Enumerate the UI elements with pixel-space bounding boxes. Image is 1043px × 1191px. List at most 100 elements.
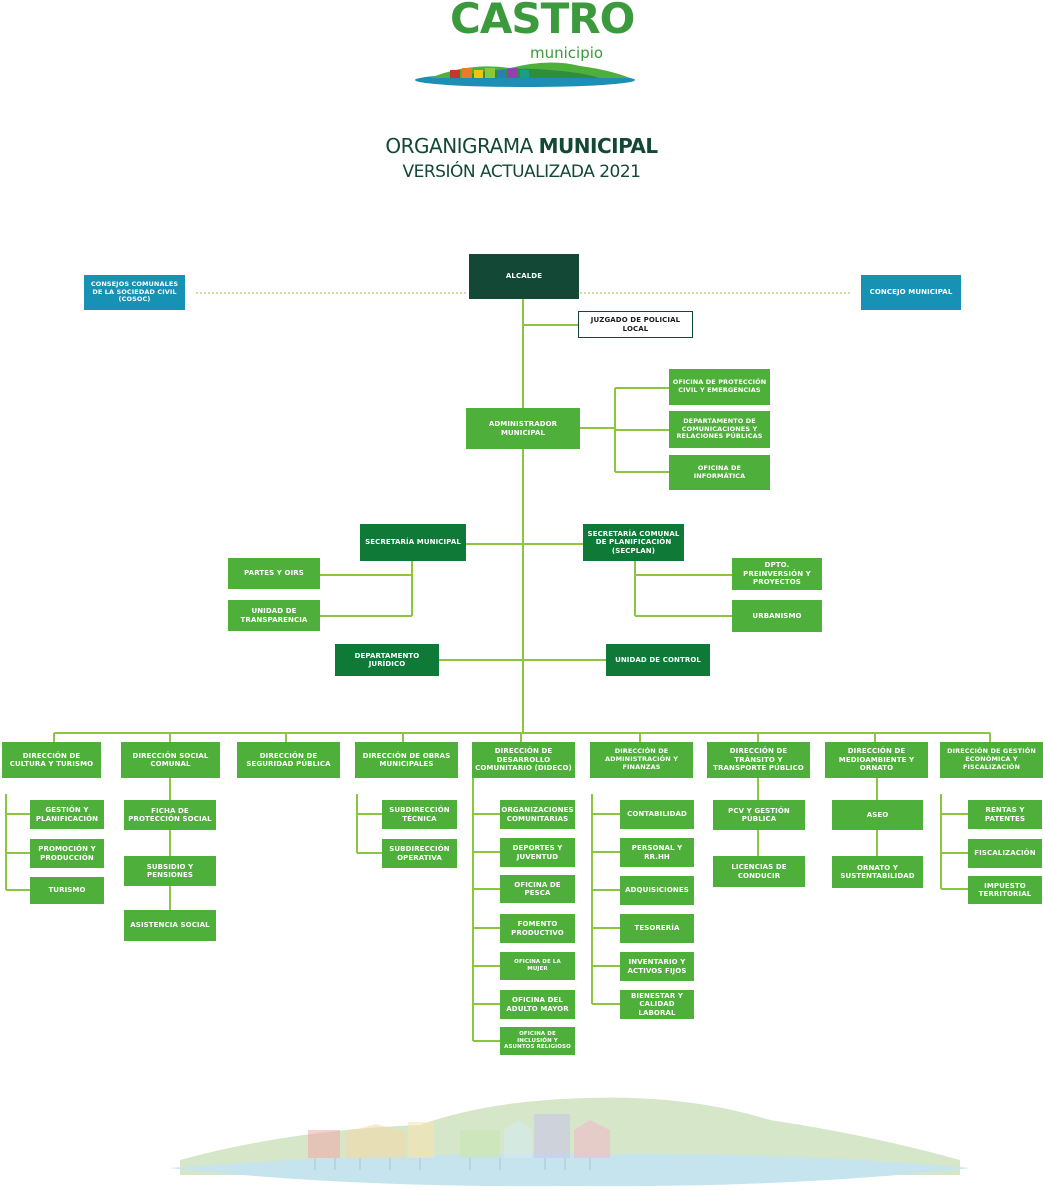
sub-label: DEPORTES Y JUVENTUD — [512, 844, 563, 861]
sub-fiscalizacion: FISCALIZACIÓN — [968, 839, 1042, 868]
sub-label: ORGANIZACIONES COMUNITARIAS — [501, 806, 574, 823]
sub-label: BIENESTAR Y CALIDAD LABORAL — [630, 991, 684, 1017]
sub-subsidio-pensiones: SUBSIDIO Y PENSIONES — [124, 856, 216, 886]
sub-subdireccion-tecnica: SUBDIRECCIÓN TÉCNICA — [382, 800, 457, 829]
sub-label: OFICINA DEL ADULTO MAYOR — [506, 996, 569, 1013]
sub-label: PCV Y GESTIÓN PÚBLICA — [728, 806, 790, 823]
sub-fomento: FOMENTO PRODUCTIVO — [500, 914, 575, 943]
node-alcalde: ALCALDE — [469, 254, 579, 299]
node-of-proteccion: OFICINA DE PROTECCIÓN CIVIL Y EMERGENCIA… — [669, 369, 770, 405]
sub-label: RENTAS Y PATENTES — [984, 806, 1026, 823]
dir-medioambiente-label: DIRECCIÓN DE MEDIOAMBIENTE Y ORNATO — [838, 747, 915, 773]
node-concejo-label: CONCEJO MUNICIPAL — [869, 288, 953, 297]
sub-label: FICHA DE PROTECCIÓN SOCIAL — [128, 806, 212, 823]
node-admin: ADMINISTRADOR MUNICIPAL — [466, 408, 580, 449]
sub-label: ORNATO Y SUSTENTABILIDAD — [840, 863, 915, 880]
sub-promocion-produccion: PROMOCIÓN Y PRODUCCIÓN — [30, 839, 104, 868]
node-juzgado: JUZGADO DE POLICIAL LOCAL — [578, 311, 693, 338]
sub-ornato: ORNATO Y SUSTENTABILIDAD — [832, 856, 923, 888]
sub-deportes: DEPORTES Y JUVENTUD — [500, 838, 575, 867]
dir-cultura: DIRECCIÓN DE CULTURA Y TURISMO — [2, 742, 101, 778]
sub-label: OFICINA DE INCLUSIÓN Y ASUNTOS RELIGIOSO — [504, 1031, 571, 1051]
sub-impuesto: IMPUESTO TERRITORIAL — [968, 876, 1042, 904]
sub-label: TURISMO — [48, 886, 86, 895]
dir-cultura-label: DIRECCIÓN DE CULTURA Y TURISMO — [9, 751, 94, 768]
sub-asistencia-social: ASISTENCIA SOCIAL — [124, 910, 216, 941]
node-control: UNIDAD DE CONTROL — [606, 644, 710, 676]
sub-label: SUBDIRECCIÓN TÉCNICA — [389, 806, 450, 823]
logo-wordmark: CASTRO — [450, 0, 635, 43]
title-part2: MUNICIPAL — [538, 134, 659, 158]
node-juzgado-label: JUZGADO DE POLICIAL LOCAL — [590, 316, 681, 333]
node-concejo: CONCEJO MUNICIPAL — [861, 275, 961, 310]
node-partes-label: PARTES Y OIRS — [244, 569, 304, 578]
dir-medioambiente: DIRECCIÓN DE MEDIOAMBIENTE Y ORNATO — [825, 742, 928, 778]
sub-label: IMPUESTO TERRITORIAL — [978, 881, 1032, 898]
node-preinversion: DPTO. PREINVERSIÓN Y PROYECTOS — [732, 558, 822, 590]
sub-label: PERSONAL Y RR.HH — [631, 844, 683, 861]
castro-logo-art — [415, 62, 635, 87]
dir-gestion-economica: DIRECCIÓN DE GESTIÓN ECONÓMICA Y FISCALI… — [940, 742, 1043, 778]
page-title: ORGANIGRAMA MUNICIPAL — [0, 134, 1043, 158]
sub-label: PROMOCIÓN Y PRODUCCIÓN — [38, 845, 96, 862]
sub-contabilidad: CONTABILIDAD — [620, 800, 694, 829]
node-admin-label: ADMINISTRADOR MUNICIPAL — [488, 420, 558, 437]
node-of-informatica: OFICINA DE INFORMÁTICA — [669, 455, 770, 490]
dir-social-label: DIRECCIÓN SOCIAL COMUNAL — [132, 751, 209, 768]
dir-finanzas: DIRECCIÓN DE ADMINISTRACIÓN Y FINANZAS — [590, 742, 693, 778]
node-control-label: UNIDAD DE CONTROL — [615, 655, 701, 664]
node-sec-municipal-label: SECRETARÍA MUNICIPAL — [365, 538, 461, 547]
dir-seguridad: DIRECCIÓN DE SEGURIDAD PÚBLICA — [237, 742, 340, 778]
dir-gestion-economica-label: DIRECCIÓN DE GESTIÓN ECONÓMICA Y FISCALI… — [947, 747, 1036, 771]
node-partes: PARTES Y OIRS — [228, 558, 320, 589]
dir-dideco-label: DIRECCIÓN DE DESARROLLO COMUNITARIO (DID… — [475, 747, 572, 773]
node-urbanismo-label: URBANISMO — [752, 611, 802, 620]
footer-landscape-art — [170, 1097, 970, 1187]
sub-personal: PERSONAL Y RR.HH — [620, 838, 694, 867]
sub-label: GESTIÓN Y PLANIFICACIÓN — [35, 806, 99, 823]
sub-label: ASISTENCIA SOCIAL — [130, 921, 210, 930]
sub-pesca: OFICINA DE PESCA — [500, 875, 575, 903]
sub-label: FISCALIZACIÓN — [974, 849, 1036, 858]
sub-label: ADQUISICIONES — [625, 886, 689, 895]
node-sec-municipal: SECRETARÍA MUNICIPAL — [360, 524, 466, 561]
sub-ficha-proteccion: FICHA DE PROTECCIÓN SOCIAL — [124, 800, 216, 830]
node-urbanismo: URBANISMO — [732, 600, 822, 632]
logo-subtitle: municipio — [530, 44, 604, 62]
sub-label: INVENTARIO Y ACTIVOS FIJOS — [627, 958, 687, 975]
sub-adquisiciones: ADQUISICIONES — [620, 876, 694, 905]
dir-transito: DIRECCIÓN DE TRÁNSITO Y TRANSPORTE PÚBLI… — [707, 742, 810, 778]
sub-tesoreria: TESORERÍA — [620, 914, 694, 943]
sub-bienestar: BIENESTAR Y CALIDAD LABORAL — [620, 990, 694, 1019]
dir-obras: DIRECCIÓN DE OBRAS MUNICIPALES — [355, 742, 458, 778]
sub-inclusion: OFICINA DE INCLUSIÓN Y ASUNTOS RELIGIOSO — [500, 1027, 575, 1055]
sub-label: SUBSIDIO Y PENSIONES — [146, 862, 194, 879]
node-alcalde-label: ALCALDE — [505, 272, 543, 281]
sub-aseo: ASEO — [832, 800, 923, 830]
node-secplan: SECRETARÍA COMUNAL DE PLANIFICACIÓN (SEC… — [583, 524, 684, 561]
sub-licencias: LICENCIAS DE CONDUCIR — [713, 856, 805, 887]
title-part1: ORGANIGRAMA — [385, 134, 539, 158]
sub-gestion-planificacion: GESTIÓN Y PLANIFICACIÓN — [30, 800, 104, 829]
node-juridico: DEPARTAMENTO JURÍDICO — [335, 644, 439, 676]
sub-turismo: TURISMO — [30, 877, 104, 904]
sub-label: FOMENTO PRODUCTIVO — [511, 920, 564, 937]
dir-seguridad-label: DIRECCIÓN DE SEGURIDAD PÚBLICA — [246, 751, 331, 768]
sub-pcv: PCV Y GESTIÓN PÚBLICA — [713, 800, 805, 830]
sub-adulto-mayor: OFICINA DEL ADULTO MAYOR — [500, 990, 575, 1019]
sub-rentas: RENTAS Y PATENTES — [968, 800, 1042, 829]
node-transparencia-label: UNIDAD DE TRANSPARENCIA — [240, 607, 308, 624]
sub-label: ASEO — [866, 810, 889, 819]
dir-dideco: DIRECCIÓN DE DESARROLLO COMUNITARIO (DID… — [472, 742, 575, 778]
node-dep-comunicaciones: DEPARTAMENTO DE COMUNICACIONES Y RELACIO… — [669, 411, 770, 448]
sub-label: SUBDIRECCIÓN OPERATIVA — [389, 845, 450, 862]
dir-social: DIRECCIÓN SOCIAL COMUNAL — [121, 742, 220, 778]
node-transparencia: UNIDAD DE TRANSPARENCIA — [228, 600, 320, 631]
sub-subdireccion-operativa: SUBDIRECCIÓN OPERATIVA — [382, 839, 457, 868]
node-cosoc: CONSEJOS COMUNALES DE LA SOCIEDAD CIVIL … — [84, 275, 185, 310]
sub-label: LICENCIAS DE CONDUCIR — [731, 863, 787, 880]
sub-inventario: INVENTARIO Y ACTIVOS FIJOS — [620, 952, 694, 981]
sub-label: TESORERÍA — [634, 924, 680, 933]
page-subtitle: VERSIÓN ACTUALIZADA 2021 — [402, 162, 642, 182]
